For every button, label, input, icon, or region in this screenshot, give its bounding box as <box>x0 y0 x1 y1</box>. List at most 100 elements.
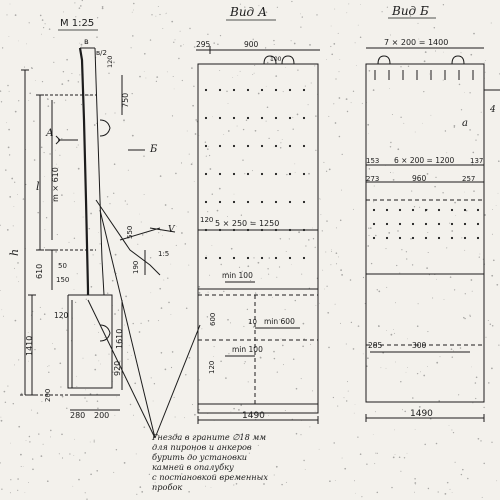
speckle <box>490 22 492 24</box>
speckle <box>230 247 233 250</box>
speckle <box>8 128 10 131</box>
speckle <box>46 480 49 483</box>
speckle <box>469 129 471 131</box>
speckle <box>152 400 154 402</box>
speckle <box>175 172 177 175</box>
speckle <box>113 163 116 165</box>
speckle <box>193 450 196 452</box>
speckle <box>304 85 306 87</box>
speckle <box>393 332 395 334</box>
anchor-hole <box>385 236 389 240</box>
anchor-hole <box>385 208 389 212</box>
speckle <box>32 310 34 312</box>
speckle <box>451 356 454 358</box>
anchor-hole <box>476 208 480 212</box>
view-b-row1-mid: 6 × 200 = 1200 <box>394 156 455 165</box>
speckle <box>9 3 11 5</box>
speckle <box>94 323 96 325</box>
speckle <box>304 469 306 470</box>
dim-120: 120 <box>54 311 69 320</box>
speckle <box>260 277 262 279</box>
speckle <box>309 44 311 46</box>
view-b-row2-mid: 960 <box>412 174 427 183</box>
speckle <box>269 59 271 61</box>
speckle <box>291 263 292 265</box>
speckle <box>360 4 361 6</box>
speckle <box>7 146 10 149</box>
speckle <box>166 71 168 73</box>
speckle <box>475 139 477 141</box>
speckle <box>147 320 150 322</box>
speckle <box>93 439 95 441</box>
speckle <box>424 443 426 446</box>
speckle <box>61 137 63 140</box>
anchor-hole <box>246 88 250 92</box>
speckle <box>279 318 281 321</box>
speckle <box>61 317 64 320</box>
speckle <box>292 358 295 361</box>
speckle <box>44 175 46 177</box>
speckle <box>72 485 74 487</box>
speckle <box>226 90 228 93</box>
speckle <box>55 251 57 253</box>
speckle <box>229 322 232 324</box>
speckle <box>98 331 99 333</box>
speckle <box>449 488 451 490</box>
speckle <box>6 122 8 124</box>
anchor-hole <box>302 88 306 92</box>
anchor-hole <box>424 236 428 240</box>
speckle <box>392 179 395 181</box>
speckle <box>131 11 133 13</box>
speckle <box>439 356 441 358</box>
speckle <box>79 459 81 461</box>
speckle <box>43 247 45 248</box>
speckle <box>282 91 284 93</box>
speckle <box>372 89 375 91</box>
anchor-hole <box>372 222 376 226</box>
speckle <box>350 102 352 104</box>
speckle <box>239 70 241 72</box>
speckle <box>171 207 173 210</box>
speckle <box>81 0 83 2</box>
speckle <box>58 94 60 96</box>
speckle <box>45 217 48 219</box>
speckle <box>25 183 27 186</box>
speckle <box>171 115 174 117</box>
speckle <box>227 103 229 104</box>
speckle <box>376 289 378 291</box>
speckle <box>370 262 373 265</box>
speckle <box>438 400 440 402</box>
speckle <box>113 192 115 194</box>
speckle <box>213 42 215 44</box>
speckle <box>105 113 107 115</box>
speckle <box>427 251 429 254</box>
speckle <box>265 85 267 87</box>
speckle <box>355 492 356 494</box>
speckle <box>100 363 102 365</box>
speckle <box>460 52 462 54</box>
speckle <box>136 493 138 495</box>
speckle <box>61 83 64 85</box>
speckle <box>337 405 339 407</box>
speckle <box>366 463 368 465</box>
anchor-hole <box>398 236 402 240</box>
speckle <box>40 33 42 35</box>
speckle <box>213 356 214 357</box>
speckle <box>334 8 336 10</box>
speckle <box>17 478 19 480</box>
speckle <box>391 486 393 489</box>
anchor-hole <box>463 236 467 240</box>
speckle <box>89 441 91 443</box>
speckle <box>316 14 318 16</box>
anchor-hole <box>288 88 292 92</box>
speckle <box>114 313 116 315</box>
speckle <box>132 322 134 325</box>
speckle <box>263 483 265 485</box>
speckle <box>25 440 27 441</box>
anchor-hole <box>398 222 402 226</box>
speckle <box>446 247 448 249</box>
speckle <box>149 39 152 41</box>
speckle <box>411 264 414 266</box>
anchor-hole <box>450 222 454 226</box>
speckle <box>276 276 278 278</box>
